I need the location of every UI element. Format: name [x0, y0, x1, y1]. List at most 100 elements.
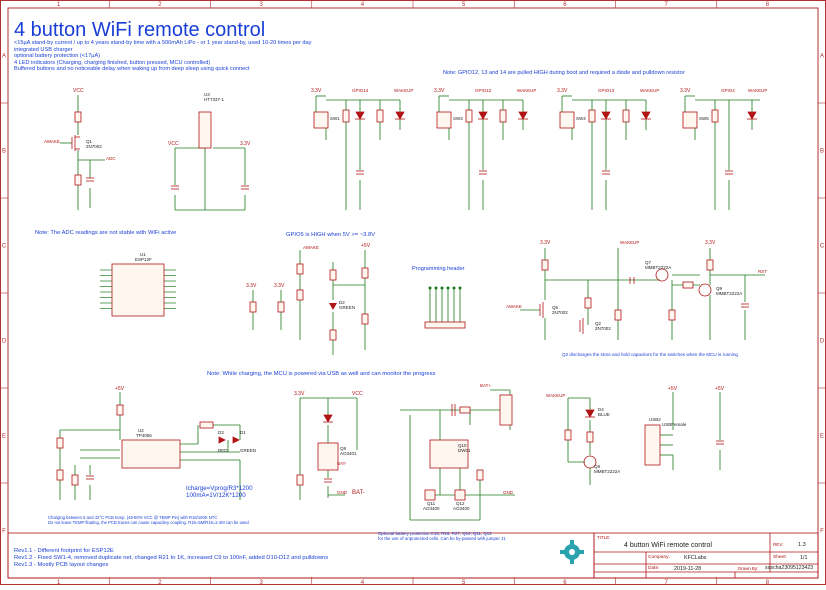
revision-item: Rev1.3 - Mostly PCB layout changes — [14, 562, 109, 568]
frame-column-label: 7 — [664, 2, 668, 8]
part-value-q11: AO3400 — [423, 506, 440, 511]
frame-column-label: 3 — [259, 2, 263, 8]
net-label-5v-usb: +5V — [668, 386, 678, 392]
title-block-sheet: 1/1 — [800, 555, 808, 561]
switch-label-sw3: SW3 — [453, 116, 463, 121]
frame-row-label: B — [2, 149, 6, 155]
net-label-bat-minus-1: BAT- — [337, 461, 347, 466]
frame-column-label: 5 — [462, 580, 466, 585]
part-value-q6: 2N7002 — [552, 310, 568, 315]
net-label-rst: RST — [758, 269, 767, 274]
part-ref-d3: D3 — [218, 430, 224, 435]
net-label-wakeup-3: WAKEUP — [640, 88, 660, 93]
net-label-5v-cap: +5V — [715, 386, 725, 392]
part-value-d2: GREEN — [339, 305, 356, 310]
part-value-d1: GREEN — [240, 448, 257, 453]
frame-row-label: D — [2, 339, 7, 345]
note-protection-1: Optional battery protection C15, R26, R2… — [378, 531, 492, 536]
frame-column-label: 8 — [766, 2, 770, 8]
net-label-5v-charger: +5V — [115, 386, 125, 392]
frame-column-label: 1 — [57, 2, 61, 8]
net-label-5v-mid: +5V — [361, 243, 371, 249]
frame-row-label: E — [820, 434, 824, 440]
title-block-drawn-label: Drawn By: — [738, 566, 759, 571]
part-ref-q7: Q7 — [645, 260, 652, 265]
part-ref-usb: USB2 — [649, 417, 661, 422]
company-logo — [560, 540, 584, 564]
part-value-d4: BLUE — [598, 412, 610, 417]
net-label-bat-minus-2: BAT- — [352, 490, 365, 496]
net-label-33v-sw4: 3.3V — [557, 88, 568, 94]
part-value-q9-top: MMBT2222A — [716, 291, 743, 296]
part-value-usb: USBFemale — [662, 422, 687, 427]
title-block-rev-label: REV: — [773, 542, 784, 547]
frame-row-label: F — [820, 529, 824, 535]
part-ref-u1: U1 — [140, 252, 146, 257]
switch-label-sw4: SW4 — [576, 116, 586, 121]
programming-header-label: Programming header — [412, 266, 465, 272]
part-ref-q11: Q11 — [427, 501, 436, 506]
part-ref-q8: Q8 — [340, 446, 347, 451]
feature-item: integrated USB charger — [14, 46, 73, 53]
part-value-q12: AO3400 — [453, 506, 470, 511]
net-label-gpio13: GPIO13 — [598, 88, 615, 93]
net-label-33v-prot: 3.3V — [294, 391, 305, 397]
frame-column-label: 4 — [361, 2, 365, 8]
part-ref-q1: Q1 — [86, 139, 93, 144]
part-ref-u2: U2 — [138, 428, 144, 433]
frame-column-label: 2 — [158, 2, 162, 8]
net-label-awake-q6: AWAKE — [506, 304, 522, 309]
revision-item: Rev1.2 - Fixed SW1-4, removed duplicate … — [14, 555, 329, 561]
part-ref-d1: D1 — [240, 430, 246, 435]
frame-column-label: 3 — [259, 580, 263, 585]
net-label-bat-plus: BAT+ — [480, 383, 492, 388]
frame-column-label: 6 — [563, 580, 567, 585]
frame-row-label: D — [820, 339, 825, 345]
part-value-q7: MMBT2222A — [645, 265, 672, 270]
feature-item: optional battery protection (<17µA) — [14, 53, 101, 59]
note-charging-temp-1: Charging between 6 and 42°C PCB temp. (4… — [48, 515, 218, 520]
net-label-wakeup-mid: WAKEUP — [620, 240, 640, 245]
frame-row-label: C — [820, 244, 825, 250]
frame-column-label: 5 — [462, 2, 466, 8]
net-label-33v-mid-2: 3.3V — [274, 283, 285, 289]
frame-column-label: 7 — [664, 580, 668, 585]
net-label-33v-sw5: 3.3V — [680, 88, 691, 94]
net-label-wakeup-bottom: WAKEUP — [546, 393, 566, 398]
title-block-sheet-label: Sheet: — [773, 555, 787, 560]
part-value-q2: 2N7002 — [595, 326, 611, 331]
note-protection-2: for the use of unprotected cells. Can be… — [378, 536, 506, 541]
net-label-33v-mid-1: 3.3V — [246, 283, 257, 289]
net-label-gnd: GND — [337, 490, 347, 495]
net-label-33v-q9: 3.3V — [705, 240, 716, 246]
title-block-date-label: Date: — [648, 566, 660, 571]
title-block-company-label: Company: — [648, 555, 670, 560]
part-value-u3: HT7337-1 — [204, 97, 225, 102]
part-value-q10: DW01 — [458, 448, 471, 453]
feature-list: <15µA stand-by current / up to 4 years s… — [14, 40, 312, 74]
schematic-title: 4 button WiFi remote control — [14, 19, 266, 41]
frame-column-label: 1 — [57, 580, 61, 585]
part-ref-q10: Q10 — [458, 443, 467, 448]
net-label-33v-sw1: 3.3V — [311, 88, 322, 94]
net-label-wakeup-2: WAKEUP — [517, 88, 537, 93]
charge-formula-1: Icharge=Vprog/R3*1200 — [186, 485, 253, 492]
part-value-q8: AO3401 — [340, 451, 357, 456]
feature-item: Buffered buttons and no noticeable delay… — [14, 66, 250, 72]
net-label-gnd-2: GND — [503, 490, 513, 495]
feature-item: 4 LED indicators (Charging, charging fin… — [14, 59, 211, 66]
note-gpio-pullup: Note: GPIO12, 13 and 14 are pulled HIGH … — [443, 70, 685, 76]
part-value-u1: ESP12F — [135, 257, 152, 262]
part-value-q9-bottom: MMBT2222A — [594, 469, 621, 474]
note-adc: Note: The ADC readings are not stable wi… — [35, 230, 177, 236]
net-label-awake: AWAKE — [44, 139, 60, 144]
title-block-title: 4 button WiFi remote control — [624, 542, 712, 549]
net-label-adc: ADC — [106, 156, 116, 161]
feature-item: <15µA stand-by current / up to 4 years s… — [14, 40, 312, 46]
switch-label-sw1: SW1 — [330, 116, 340, 121]
revision-item: Rev1.1 - Different footprint for ESP12E — [14, 548, 114, 554]
part-ref-q2: Q2 — [595, 321, 602, 326]
net-label-wakeup-1: WAKEUP — [394, 88, 414, 93]
